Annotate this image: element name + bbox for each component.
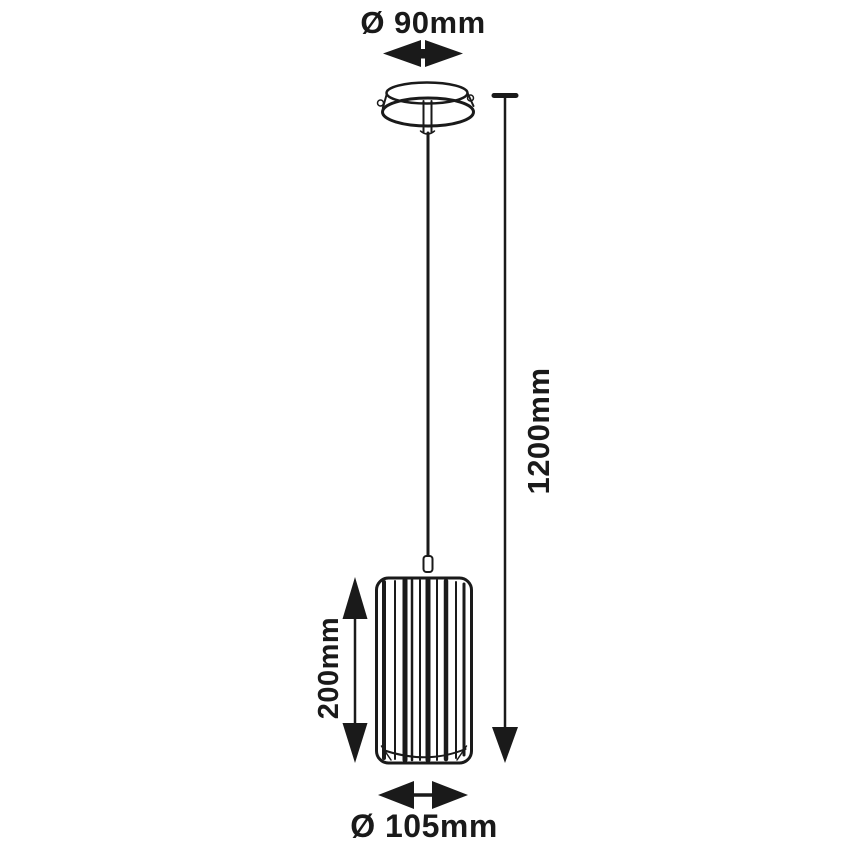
shade-diameter-label: Ø 105mm <box>350 808 498 844</box>
canopy-diameter-arrow-icon <box>383 40 463 67</box>
down-arrowhead-icon <box>492 727 518 763</box>
canopy-screw-right <box>466 94 475 102</box>
canopy-screw-left <box>376 99 385 107</box>
ceiling-canopy <box>376 81 475 135</box>
shade-height-label: 200mm <box>313 616 345 720</box>
canopy-diameter-label: Ø 90mm <box>360 5 486 40</box>
drop-height-label: 1200mm <box>521 367 556 495</box>
up-arrowhead-icon <box>342 577 368 619</box>
cable-connector <box>422 555 434 573</box>
shade-height-dimension-arrow <box>342 577 368 763</box>
shade-flutes <box>382 577 466 763</box>
suspension-cable <box>422 131 434 573</box>
shade-diameter-arrow-icon <box>378 781 468 809</box>
drop-height-dimension-line <box>491 93 519 763</box>
down-arrowhead-icon <box>342 723 368 763</box>
shade-bottom-rim <box>382 748 467 759</box>
lamp-shade <box>375 576 473 765</box>
